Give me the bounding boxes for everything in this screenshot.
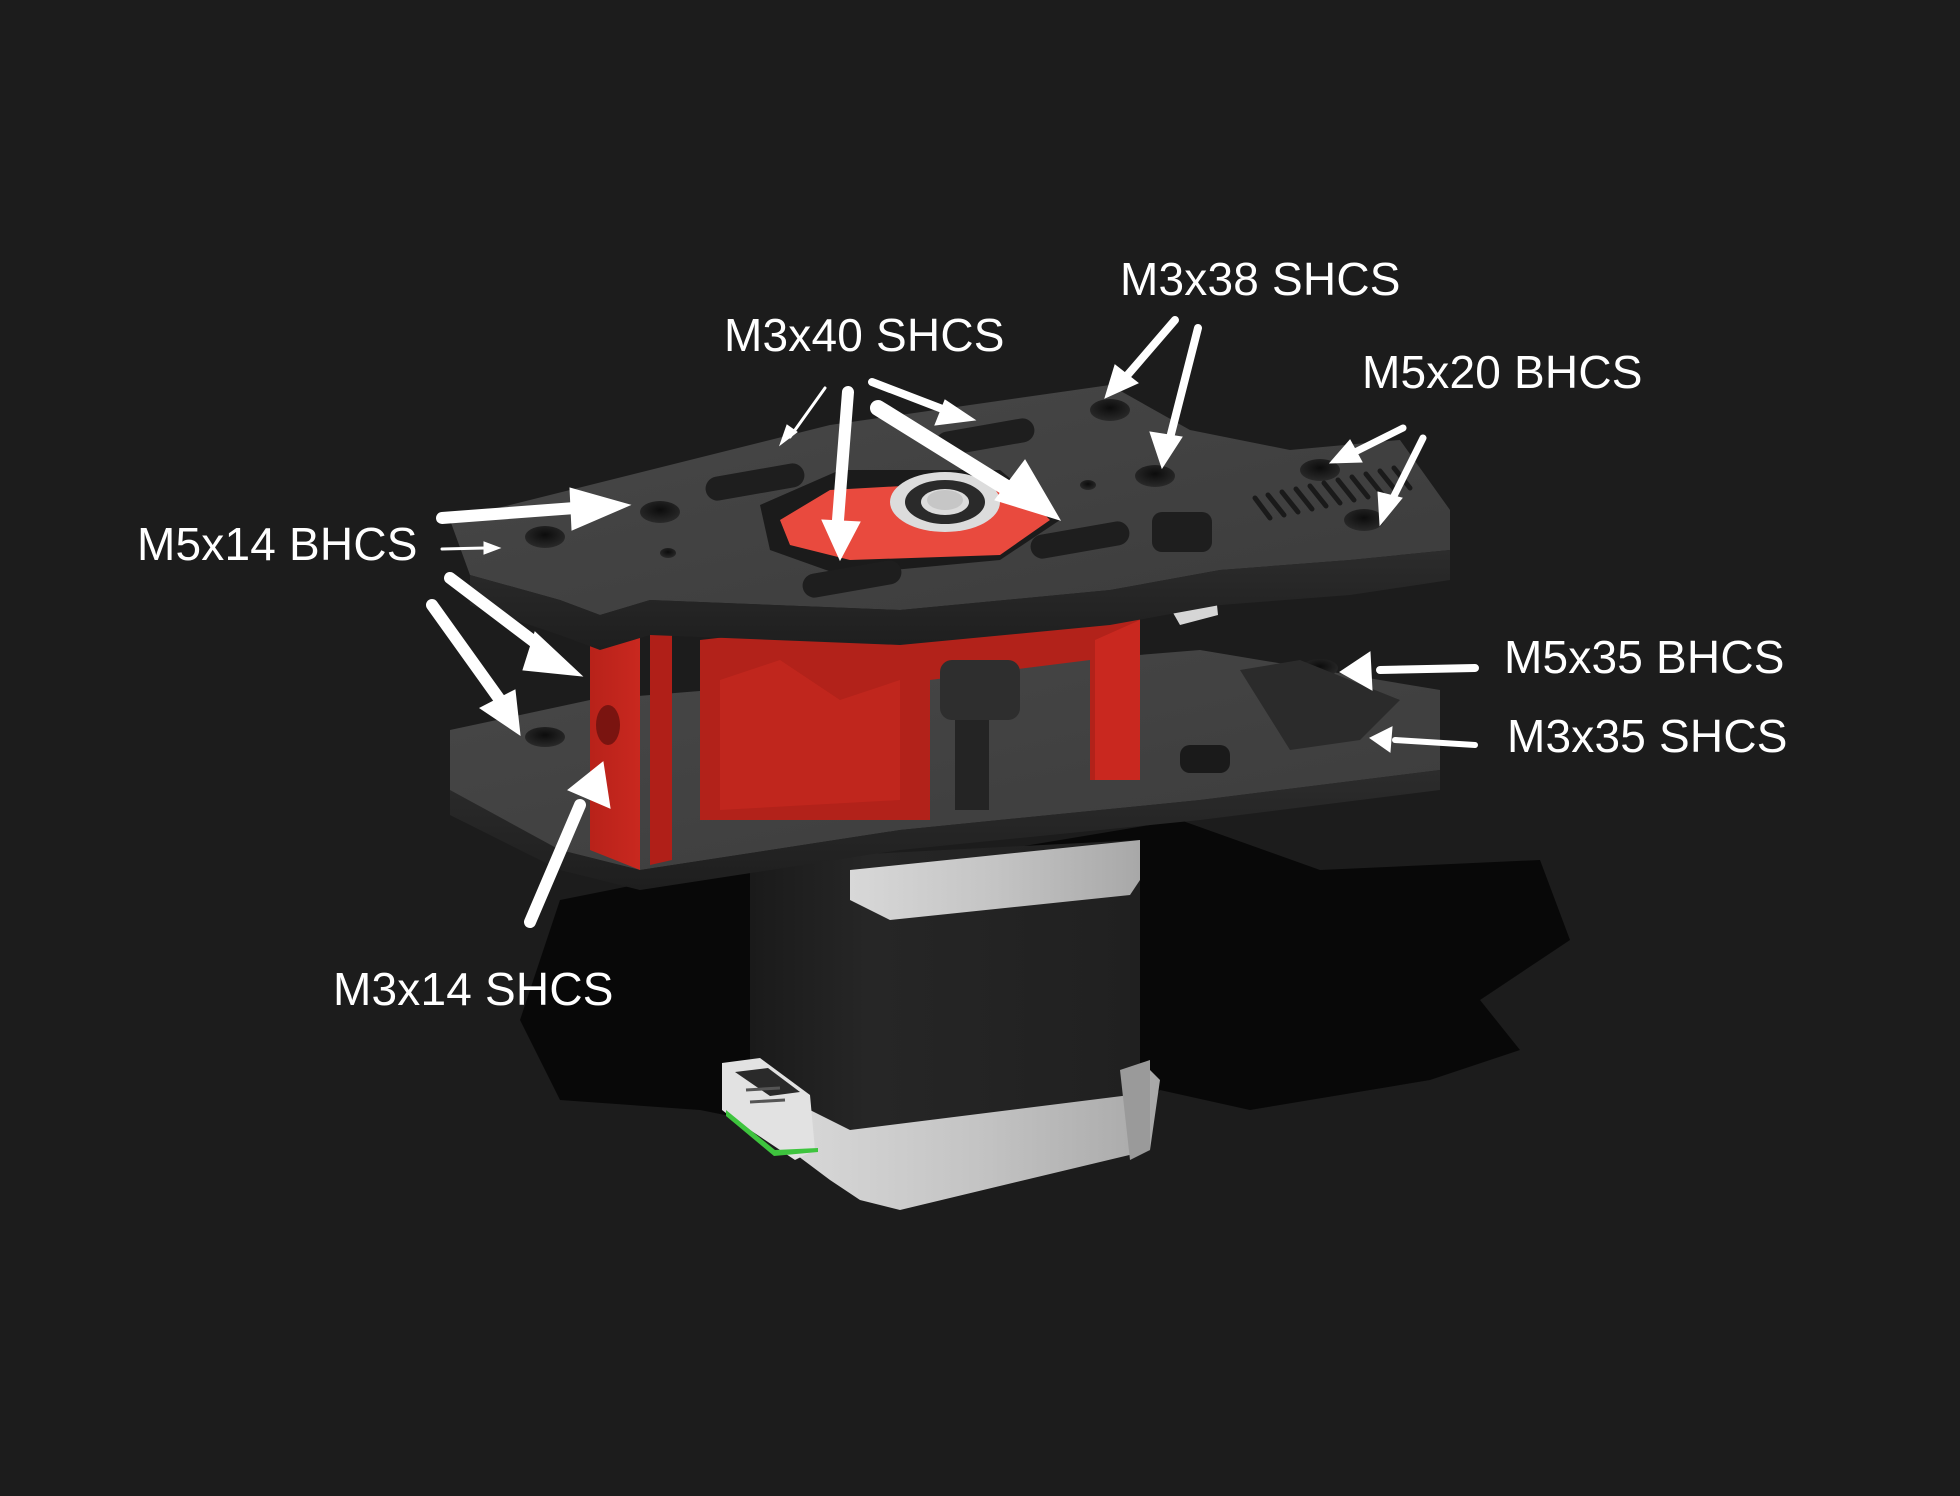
arrow-m5x35 bbox=[1339, 651, 1479, 691]
red-bracket bbox=[590, 585, 1218, 870]
callout-label-m3x14: M3x14 SHCS bbox=[333, 963, 614, 1015]
callout-label-m3x40: M3x40 SHCS bbox=[724, 309, 1005, 361]
arrow-m5x14 bbox=[426, 487, 632, 737]
stepper-motor bbox=[750, 840, 1160, 1210]
arrow-m3x40 bbox=[778, 378, 1062, 562]
lower-plate bbox=[450, 650, 1440, 890]
callout-label-m3x35: M3x35 SHCS bbox=[1507, 710, 1788, 762]
callout-label-m5x14: M5x14 BHCS bbox=[137, 518, 418, 570]
callout-label-m5x35: M5x35 BHCS bbox=[1504, 631, 1785, 683]
callout-label-m3x38: M3x38 SHCS bbox=[1120, 253, 1401, 305]
callout-label-m5x20: M5x20 BHCS bbox=[1362, 346, 1643, 398]
arrow-m3x38 bbox=[1104, 316, 1202, 470]
arrow-m3x35 bbox=[1369, 726, 1478, 753]
motor-connector bbox=[722, 1058, 818, 1160]
callout-arrows bbox=[426, 316, 1479, 928]
arrow-m5x20 bbox=[1328, 424, 1427, 527]
arrow-m3x14 bbox=[524, 761, 611, 928]
